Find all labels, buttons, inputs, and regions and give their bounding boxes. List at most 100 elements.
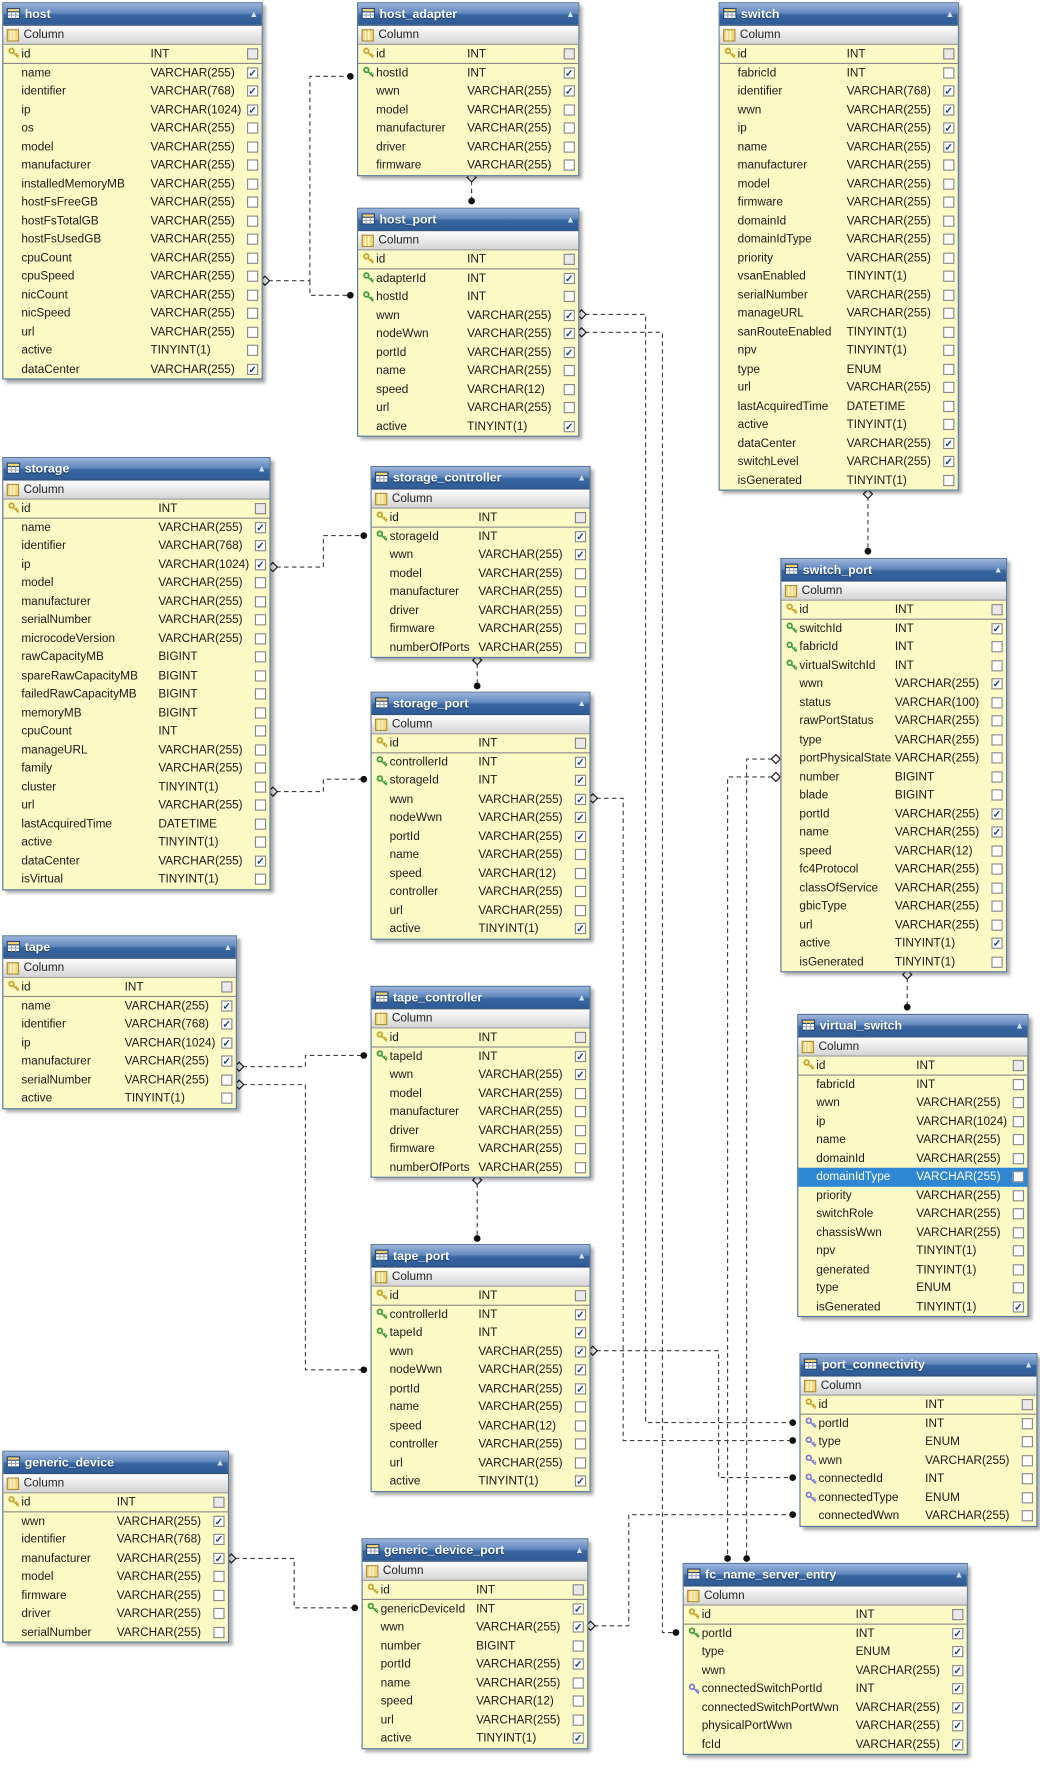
column-checkbox[interactable] [991,919,1003,931]
table-host_adapter[interactable]: host_adapter▲ColumnidINThostIdINTwwnVARC… [357,2,580,176]
column-checkbox[interactable] [213,1608,225,1620]
column-checkbox[interactable] [1021,1398,1033,1410]
column-checkbox[interactable] [213,1496,225,1508]
column-checkbox[interactable] [563,253,575,265]
column-checkbox[interactable] [572,1621,584,1633]
column-checkbox[interactable] [952,1738,964,1751]
column-checkbox[interactable] [563,141,575,153]
collapse-button[interactable]: ▲ [954,1569,964,1580]
column-checkbox[interactable] [247,196,259,208]
column-checkbox[interactable] [572,1658,584,1670]
column-checkbox[interactable] [572,1603,584,1615]
column-checkbox[interactable] [254,632,267,645]
collapse-button[interactable]: ▲ [993,564,1003,575]
column-checkbox[interactable] [943,289,955,301]
column-checkbox[interactable] [574,1420,587,1432]
table-header[interactable]: fc_name_server_entry▲ [683,1564,967,1587]
table-header[interactable]: switch▲ [719,3,958,26]
column-checkbox[interactable] [221,1037,233,1049]
column-checkbox[interactable] [247,270,259,283]
column-checkbox[interactable] [574,1457,587,1469]
column-checkbox[interactable] [991,715,1003,727]
collapse-button[interactable]: ▲ [577,991,587,1003]
column-checkbox[interactable] [563,291,575,303]
column-checkbox[interactable] [247,233,259,246]
column-checkbox[interactable] [254,614,267,626]
column-checkbox[interactable] [574,756,587,768]
collapse-button[interactable]: ▲ [257,463,267,474]
column-checkbox[interactable] [991,826,1003,838]
column-checkbox[interactable] [943,270,955,283]
column-checkbox[interactable] [563,85,575,97]
column-checkbox[interactable] [943,233,955,246]
column-checkbox[interactable] [943,307,955,320]
column-checkbox[interactable] [991,956,1003,968]
column-checkbox[interactable] [943,159,955,171]
collapse-button[interactable]: ▲ [223,941,233,952]
column-checkbox[interactable] [1012,1189,1024,1202]
collapse-button[interactable]: ▲ [565,8,575,19]
column-checkbox[interactable] [563,346,575,358]
column-checkbox[interactable] [254,836,267,848]
column-checkbox[interactable] [247,85,259,97]
column-checkbox[interactable] [574,1308,587,1321]
column-checkbox[interactable] [247,215,259,227]
column-checkbox[interactable] [943,382,955,394]
column-checkbox[interactable] [943,196,955,208]
column-checkbox[interactable] [254,744,267,756]
column-checkbox[interactable] [213,1626,225,1638]
column-checkbox[interactable] [943,437,955,449]
column-checkbox[interactable] [943,252,955,264]
column-checkbox[interactable] [574,604,587,617]
column-checkbox[interactable] [943,141,955,153]
column-checkbox[interactable] [563,420,575,432]
collapse-button[interactable]: ▲ [577,472,587,483]
table-tape[interactable]: tape▲ColumnidINTnameVARCHAR(255)identifi… [2,935,237,1109]
